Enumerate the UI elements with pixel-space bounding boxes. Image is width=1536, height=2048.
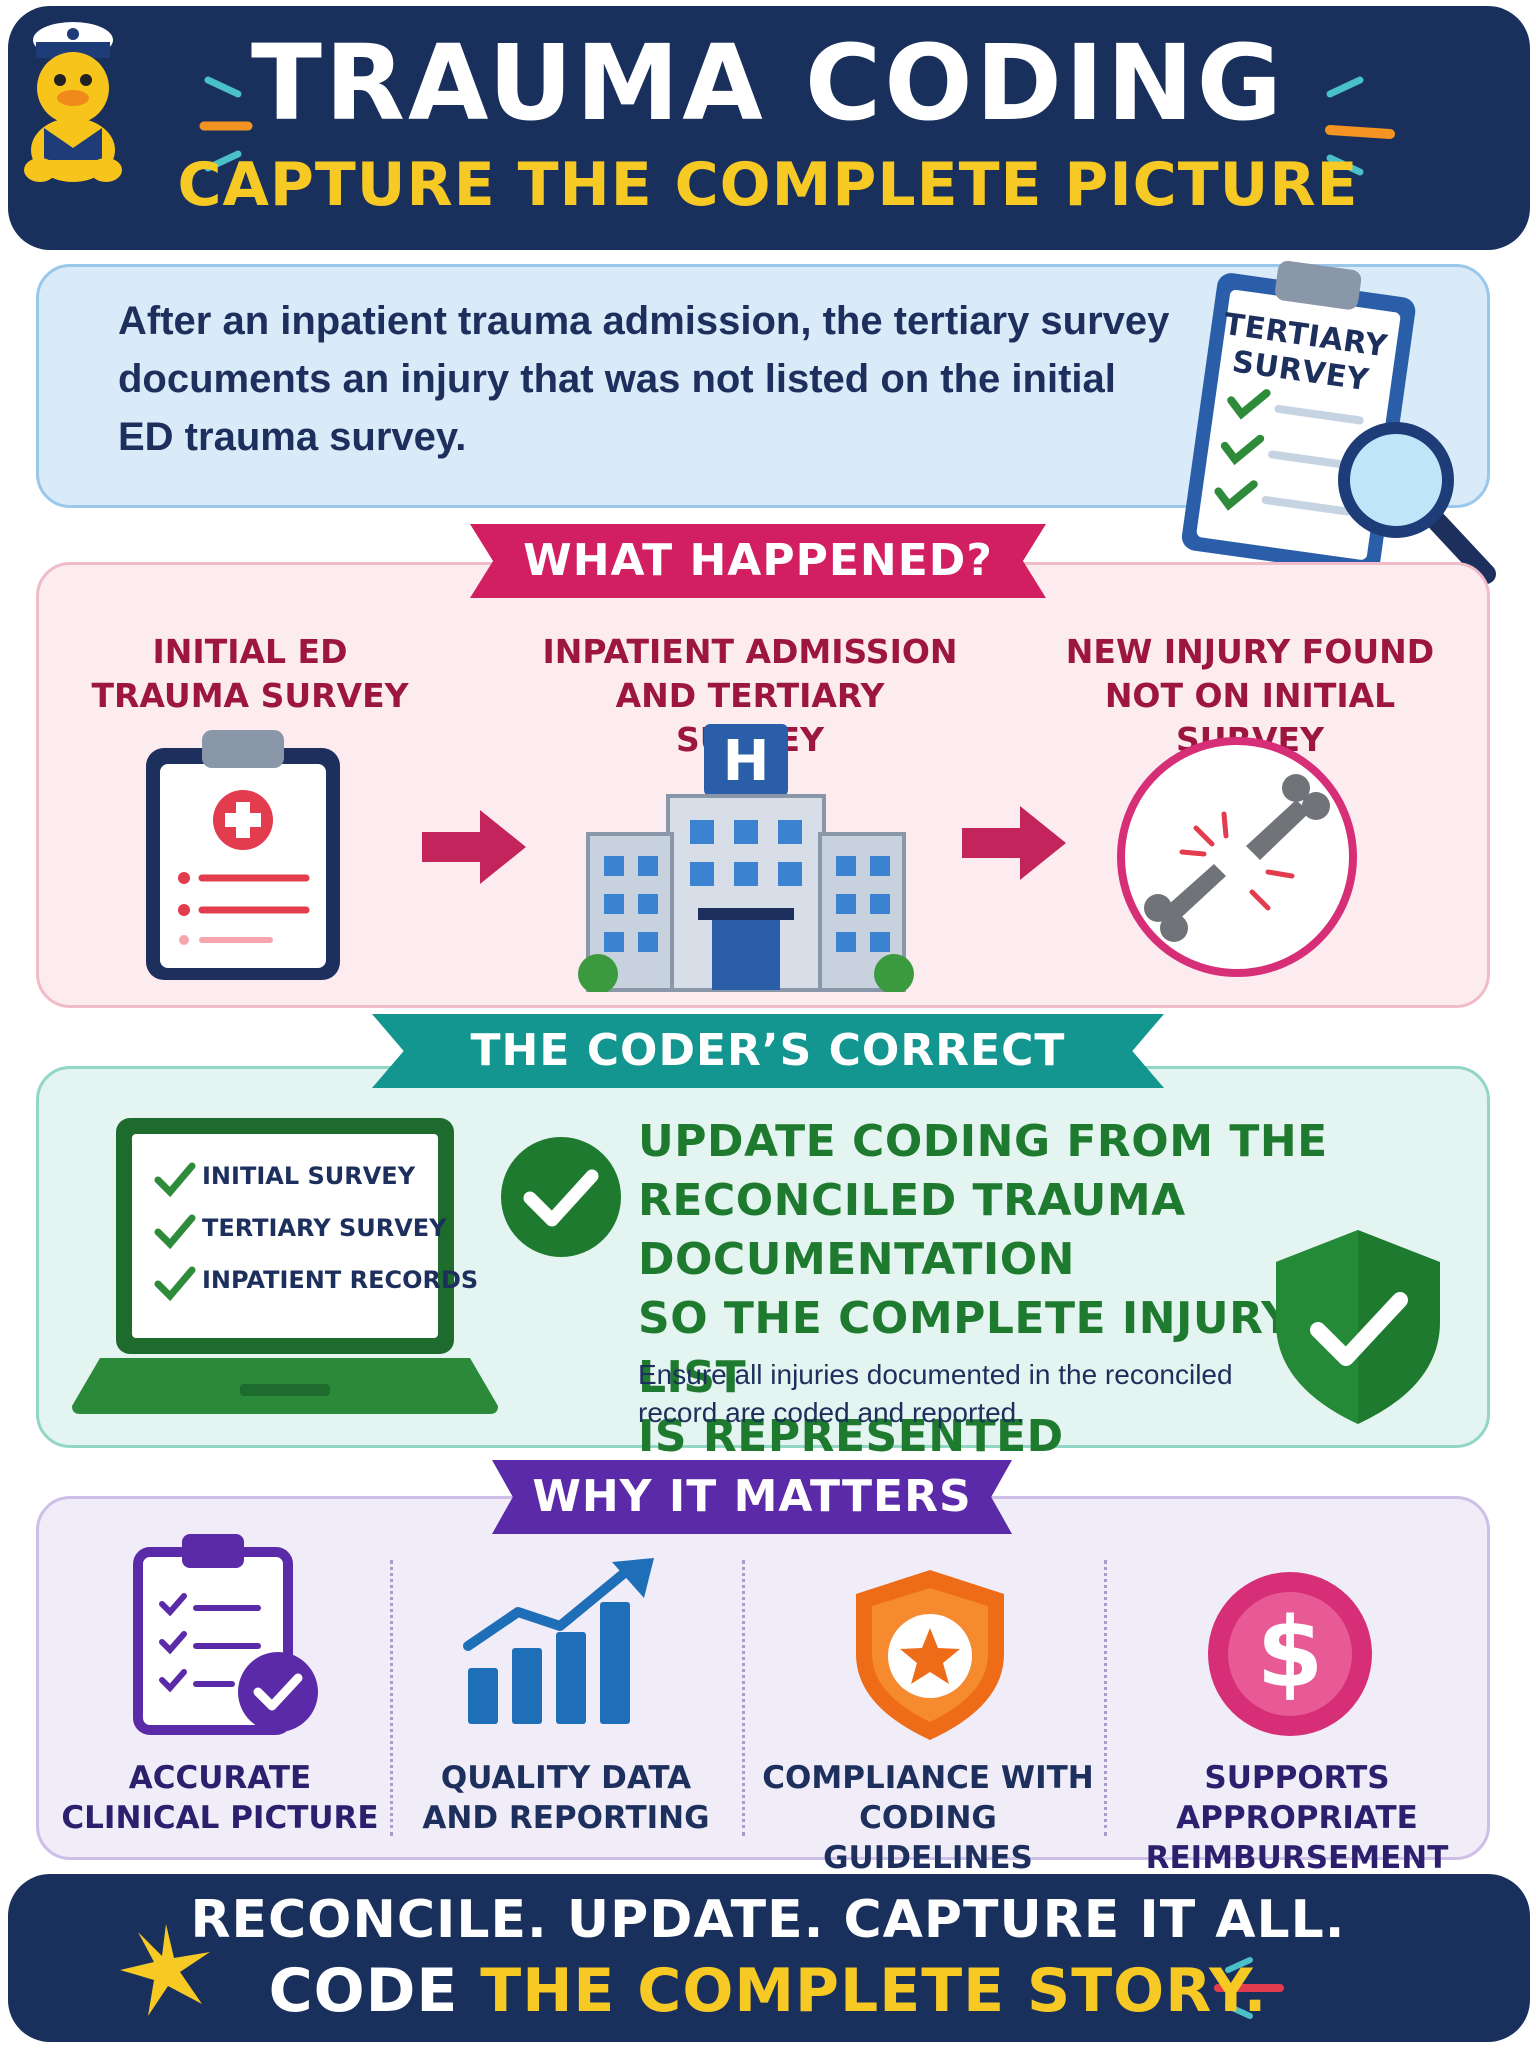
step-3-label: NEW INJURY FOUND NOT ON INITIAL SURVEY (1040, 630, 1460, 762)
checklist-item-initial: INITIAL SURVEY (202, 1162, 416, 1190)
dollar-coin-icon: $ (1208, 1572, 1372, 1736)
page-title: TRAUMA CODING (250, 22, 1286, 144)
benefit-3-line2: CODING GUIDELINES (823, 1800, 1033, 1876)
benefit-4-line1: SUPPORTS APPROPRIATE (1176, 1760, 1418, 1836)
benefit-2-line2: AND REPORTING (422, 1800, 710, 1836)
check-icon-1 (154, 1162, 196, 1198)
step-1-line2: TRAUMA SURVEY (91, 676, 409, 715)
divider-2 (742, 1560, 745, 1836)
starburst-icon (120, 1924, 210, 2016)
medical-clipboard-icon (146, 730, 340, 980)
footer-line2-part2: THE COMPLETE STORY. (480, 1956, 1268, 2026)
shield-star-icon (856, 1570, 1004, 1740)
arrow-right-icon (422, 810, 526, 884)
footer-line2-part1: CODE (268, 1956, 481, 2026)
approach-ribbon: THE CODER’S CORRECT APPROACH (372, 1014, 1164, 1088)
shield-check-icon (1276, 1230, 1440, 1424)
benefit-1-label: ACCURATE CLINICAL PICTURE (60, 1758, 380, 1838)
approach-heading: UPDATE CODING FROM THE RECONCILED TRAUMA… (638, 1112, 1398, 1466)
benefit-2-label: QUALITY DATA AND REPORTING (406, 1758, 726, 1838)
step-1-line1: INITIAL ED (152, 632, 348, 671)
arrow-right-icon-2 (962, 806, 1066, 880)
tertiary-survey-clipboard-icon (1181, 260, 1496, 584)
hospital-icon: H (578, 724, 914, 992)
approach-heading-line1: UPDATE CODING FROM THE (638, 1116, 1328, 1167)
benefit-1-line1: ACCURATE (128, 1760, 312, 1796)
what-happened-ribbon: WHAT HAPPENED? (470, 524, 1046, 598)
header-banner (8, 6, 1530, 250)
step-2-line1: INPATIENT ADMISSION (542, 632, 958, 671)
checklist-icon (133, 1534, 318, 1735)
footer-line2: CODE THE COMPLETE STORY. (0, 1956, 1536, 2026)
checklist-item-inpatient: INPATIENT RECORDS (202, 1266, 479, 1294)
approach-note: Ensure all injuries documented in the re… (638, 1359, 1233, 1428)
broken-bone-icon (1117, 737, 1357, 977)
footer-line1: RECONCILE. UPDATE. CAPTURE IT ALL. (190, 1890, 1346, 1950)
step-1-label: INITIAL ED TRAUMA SURVEY (90, 630, 410, 718)
intro-text: After an inpatient trauma admission, the… (118, 299, 1170, 459)
approach-heading-line4: IS REPRESENTED (638, 1411, 1064, 1462)
laptop-icon (72, 1118, 498, 1414)
divider-3 (1104, 1560, 1107, 1836)
footer-banner (8, 1874, 1530, 2042)
dollar-symbol: $ (1257, 1597, 1324, 1709)
benefit-3-line1: COMPLIANCE WITH (762, 1760, 1094, 1796)
page-subtitle: CAPTURE THE COMPLETE PICTURE (177, 150, 1359, 220)
bar-chart-icon (463, 1558, 654, 1724)
sparkle-left-icon (199, 76, 253, 172)
benefit-4-label: SUPPORTS APPROPRIATE REIMBURSEMENT (1112, 1758, 1482, 1878)
benefit-2-line1: QUALITY DATA (440, 1760, 692, 1796)
duck-mascot-icon (24, 22, 122, 182)
green-check-circle-icon (501, 1137, 621, 1257)
footer-sparkle-icon (1214, 1957, 1284, 2019)
approach-heading-line2: RECONCILED TRAUMA DOCUMENTATION (638, 1175, 1186, 1285)
approach-heading-line3: SO THE COMPLETE INJURY LIST (638, 1293, 1294, 1403)
checklist-item-tertiary: TERTIARY SURVEY (202, 1214, 447, 1242)
step-3-line1: NEW INJURY FOUND (1065, 632, 1435, 671)
check-icon-3 (154, 1266, 196, 1302)
sparkle-right-icon (1325, 76, 1395, 176)
why-it-matters-ribbon: WHY IT MATTERS (492, 1460, 1012, 1534)
check-icon-2 (154, 1214, 196, 1250)
divider-1 (390, 1560, 393, 1836)
step-2-label: INPATIENT ADMISSION AND TERTIARY SURVEY (540, 630, 960, 762)
hospital-sign: H (723, 729, 770, 794)
benefit-3-label: COMPLIANCE WITH CODING GUIDELINES (758, 1758, 1098, 1878)
benefit-1-line2: CLINICAL PICTURE (61, 1800, 379, 1836)
benefit-4-line2: REIMBURSEMENT (1145, 1840, 1449, 1876)
